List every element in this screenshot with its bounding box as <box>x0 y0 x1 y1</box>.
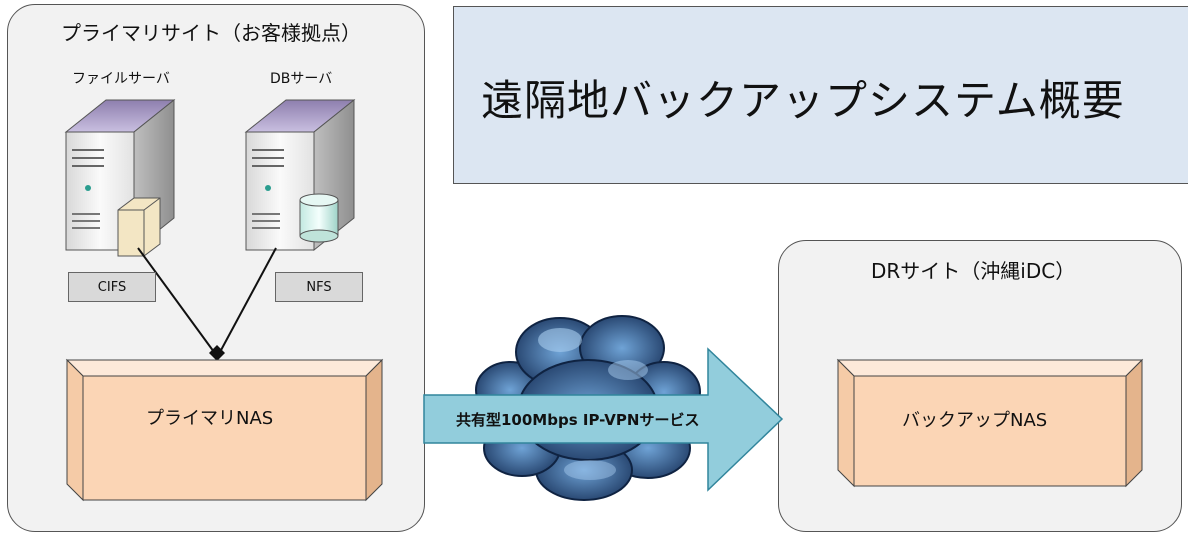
cifs-connector-line <box>137 247 215 353</box>
db-server-label: DBサーバ <box>270 71 333 87</box>
vpn-service-label: 共有型100Mbps IP-VPNサービス <box>456 411 700 429</box>
diagram-title: 遠隔地バックアップシステム概要 <box>481 76 1125 125</box>
primary-nas-label: プライマリNAS <box>146 408 274 429</box>
nfs-protocol-box: NFS <box>275 272 363 302</box>
cifs-protocol-box: CIFS <box>68 272 156 302</box>
db-server-icon <box>244 98 356 252</box>
backup-nas-box <box>836 358 1144 488</box>
primary-site-title: プライマリサイト（お客様拠点） <box>61 21 361 45</box>
title-box: 遠隔地バックアップシステム概要 <box>453 6 1188 184</box>
connector-junction-diamond <box>209 345 225 361</box>
dr-site-title: DRサイト（沖縄iDC） <box>871 259 1076 283</box>
file-folder-icon <box>117 197 161 257</box>
primary-nas-box <box>65 358 384 502</box>
vpn-arrow <box>423 347 784 492</box>
database-cylinder-icon <box>299 193 339 243</box>
file-server-label: ファイルサーバ <box>72 71 170 87</box>
backup-nas-label: バックアップNAS <box>902 410 1048 431</box>
nfs-connector-line <box>219 247 277 353</box>
